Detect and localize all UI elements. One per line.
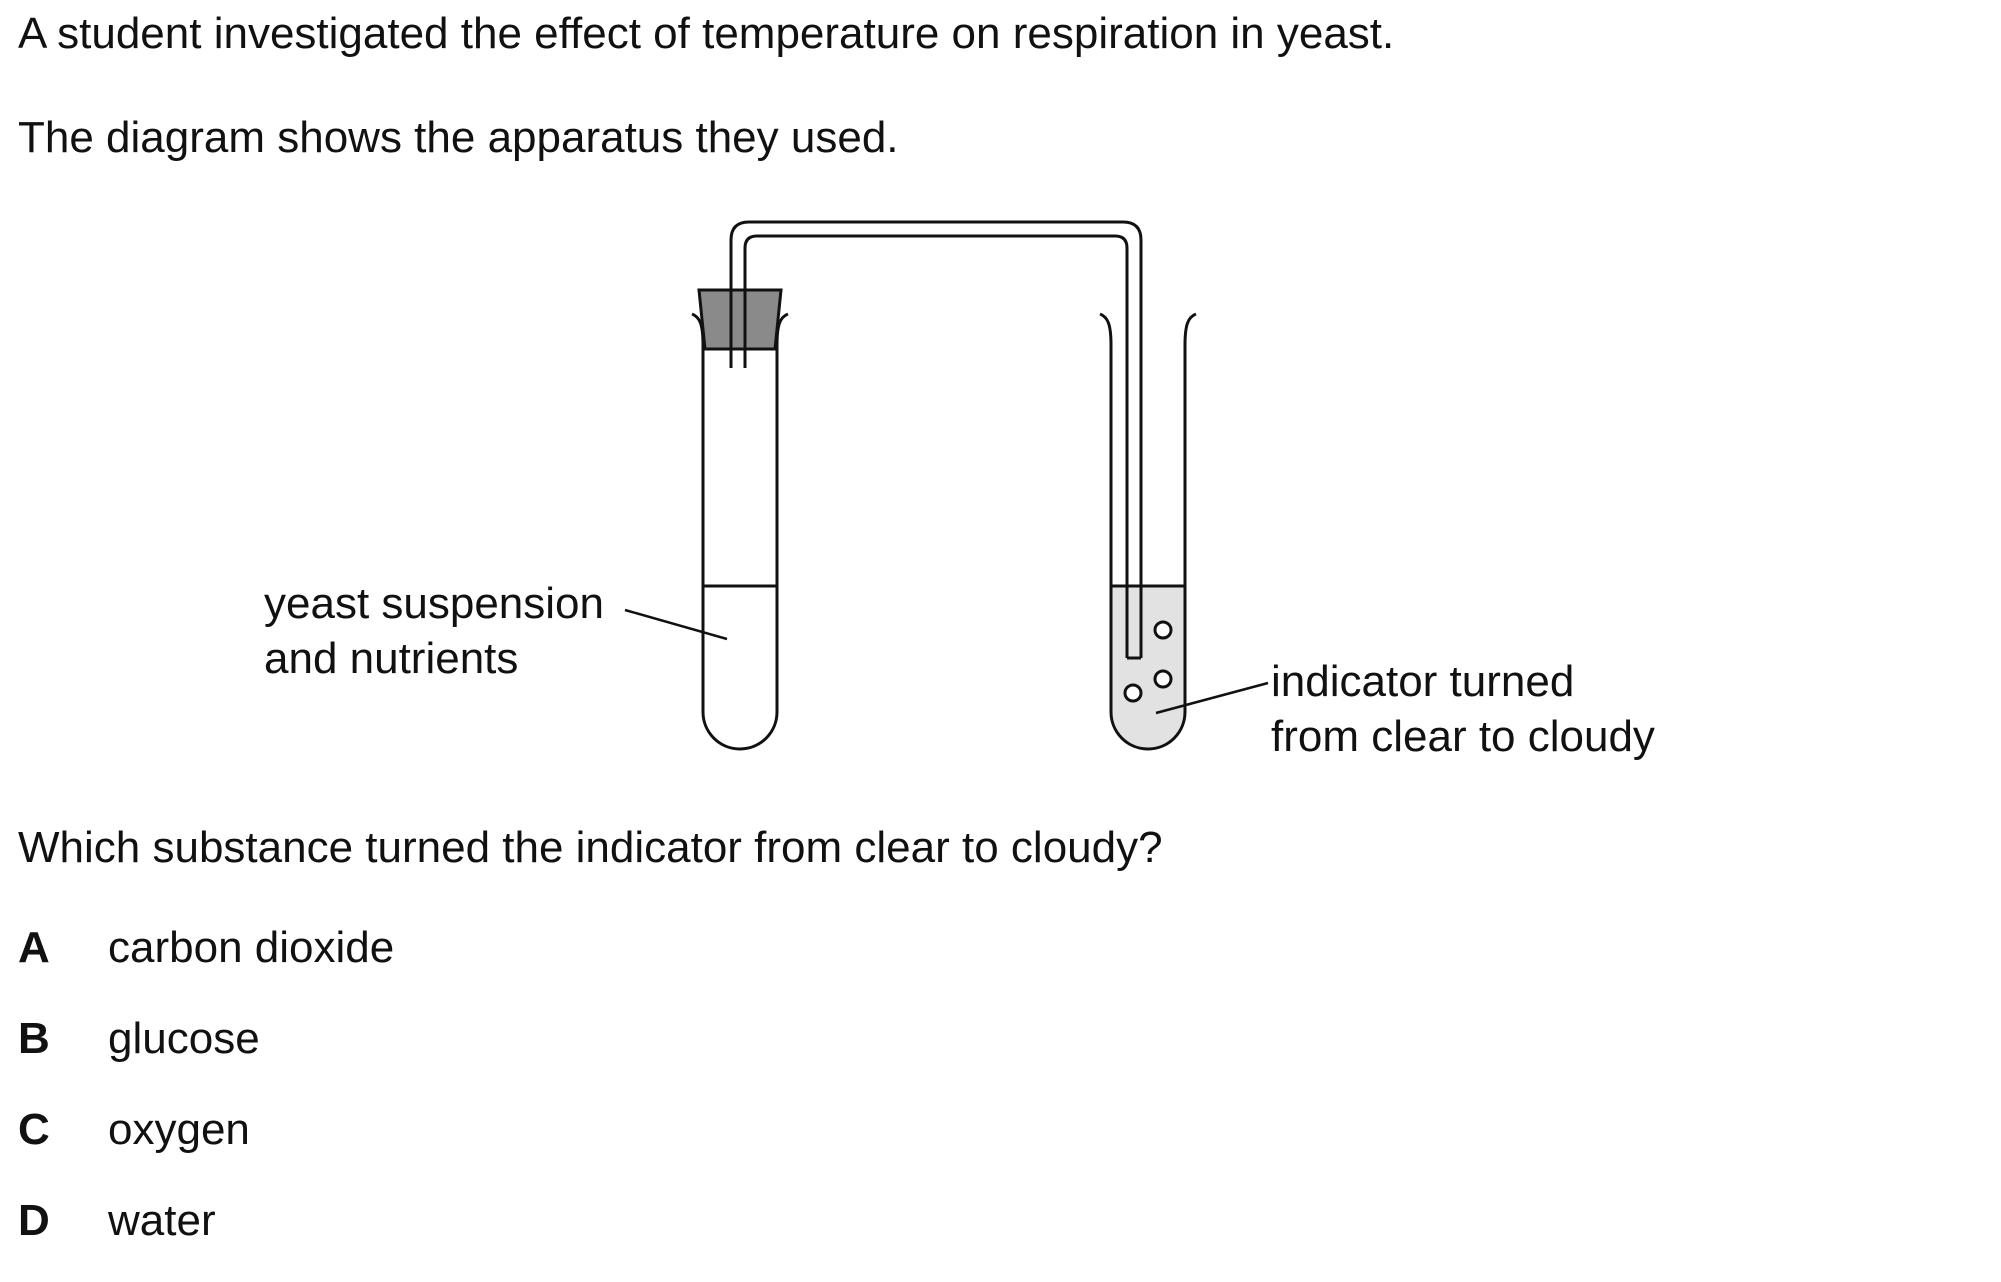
indicator-label-line-2: from clear to cloudy xyxy=(1271,712,1655,761)
gas-bubble xyxy=(1123,683,1143,703)
delivery-tube xyxy=(729,220,1143,660)
left-test-tube xyxy=(691,312,789,751)
delivery-tube-inner-wall xyxy=(743,234,1129,658)
question-prompt: Which substance turned the indicator fro… xyxy=(18,823,1163,872)
right-tube-rim-left xyxy=(1099,312,1113,346)
right-tube-outline xyxy=(1109,345,1187,751)
option-text: oxygen xyxy=(108,1105,250,1154)
yeast-label: yeast suspension and nutrients xyxy=(264,579,616,683)
indicator-solution xyxy=(1111,586,1185,749)
delivery-tube-outer-wall xyxy=(729,220,1143,658)
option-letter: B xyxy=(18,1014,50,1063)
diagram-caption: The diagram shows the apparatus they use… xyxy=(18,113,899,162)
option-letter: A xyxy=(18,923,50,972)
option-letter: C xyxy=(18,1105,50,1154)
option-letter: D xyxy=(18,1196,50,1245)
question-intro: A student investigated the effect of tem… xyxy=(18,9,1395,58)
right-test-tube xyxy=(1099,312,1197,751)
option-text: glucose xyxy=(108,1014,260,1063)
indicator-label-line-1: indicator turned xyxy=(1271,657,1574,706)
apparatus-diagram: yeast suspension and nutrients indicator… xyxy=(264,220,1655,761)
yeast-label-line-1: yeast suspension xyxy=(264,579,604,628)
gas-bubble xyxy=(1153,620,1173,640)
indicator-label-leader-line xyxy=(1155,681,1269,715)
rubber-stopper xyxy=(697,288,783,351)
right-tube-rim-right xyxy=(1183,312,1197,346)
yeast-label-line-2: and nutrients xyxy=(264,634,518,683)
gas-bubble xyxy=(1153,669,1173,689)
indicator-label: indicator turned from clear to cloudy xyxy=(1271,657,1655,761)
yeast-label-leader-line xyxy=(624,608,728,641)
option-text: carbon dioxide xyxy=(108,923,395,972)
left-tube-outline xyxy=(701,345,779,751)
option-text: water xyxy=(108,1196,216,1245)
